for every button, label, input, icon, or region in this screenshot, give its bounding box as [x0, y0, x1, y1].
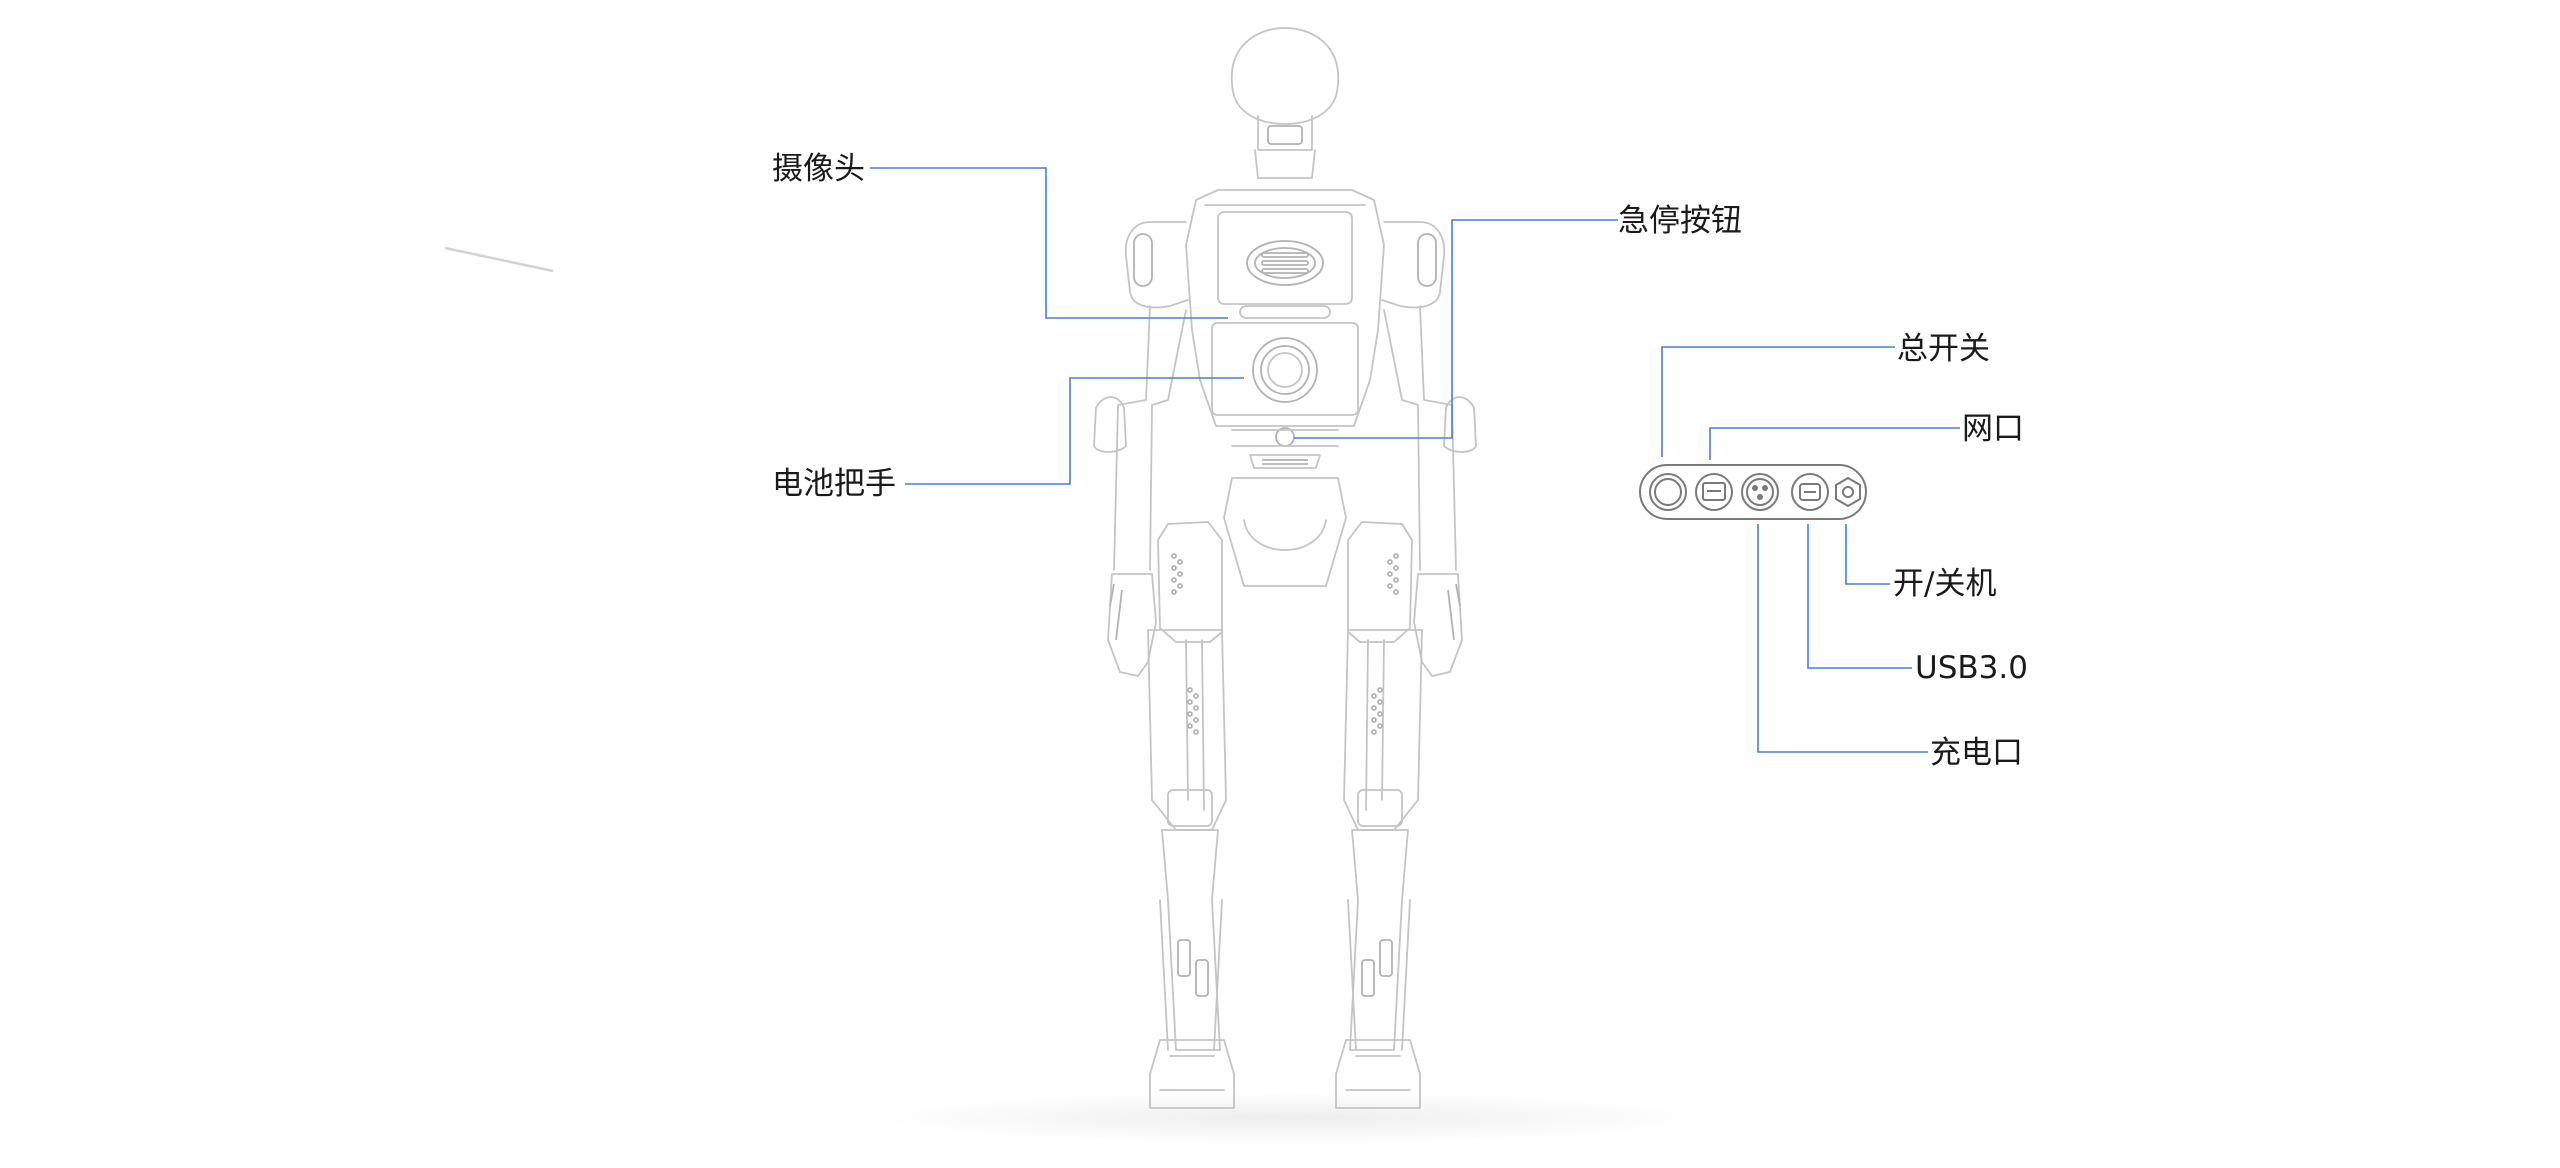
leader-line-charging — [1757, 524, 1928, 753]
leader-line-usb — [1807, 524, 1912, 669]
leader-line-camera — [870, 167, 1228, 319]
usb-port — [1791, 473, 1829, 511]
stray-line — [444, 246, 554, 273]
leader-line-estop — [1294, 219, 1618, 439]
robot-head — [1230, 27, 1340, 179]
robot-right-arm — [1381, 221, 1477, 677]
main-switch-port — [1649, 473, 1687, 511]
leader-lines — [870, 167, 1960, 753]
label-usb: USB3.0 — [1915, 650, 2028, 686]
label-power-toggle: 开/关机 — [1893, 566, 1997, 602]
robot-left-arm — [1093, 221, 1189, 677]
robot-right-leg — [1335, 521, 1423, 1109]
label-charging-port: 充电口 — [1930, 735, 2023, 771]
robot-outline — [1093, 27, 1477, 1109]
label-battery-handle: 电池把手 — [772, 466, 896, 502]
power-toggle-port — [1835, 476, 1861, 508]
network-port — [1695, 473, 1733, 511]
leader-line-power — [1845, 524, 1890, 585]
port-panel — [1639, 464, 1867, 520]
label-network-port: 网口 — [1962, 411, 2024, 447]
leader-line-network — [1709, 427, 1960, 460]
label-estop: 急停按钮 — [1618, 203, 1742, 239]
leader-line-battery — [905, 377, 1244, 485]
label-main-switch: 总开关 — [1897, 331, 1990, 367]
floor-shadow — [870, 1092, 1710, 1144]
robot-torso — [1185, 189, 1385, 469]
robot-pelvis — [1223, 477, 1347, 587]
robot-left-leg — [1147, 521, 1235, 1109]
charging-port — [1741, 473, 1779, 511]
label-camera: 摄像头 — [772, 151, 865, 187]
leader-line-main-switch — [1661, 346, 1895, 457]
